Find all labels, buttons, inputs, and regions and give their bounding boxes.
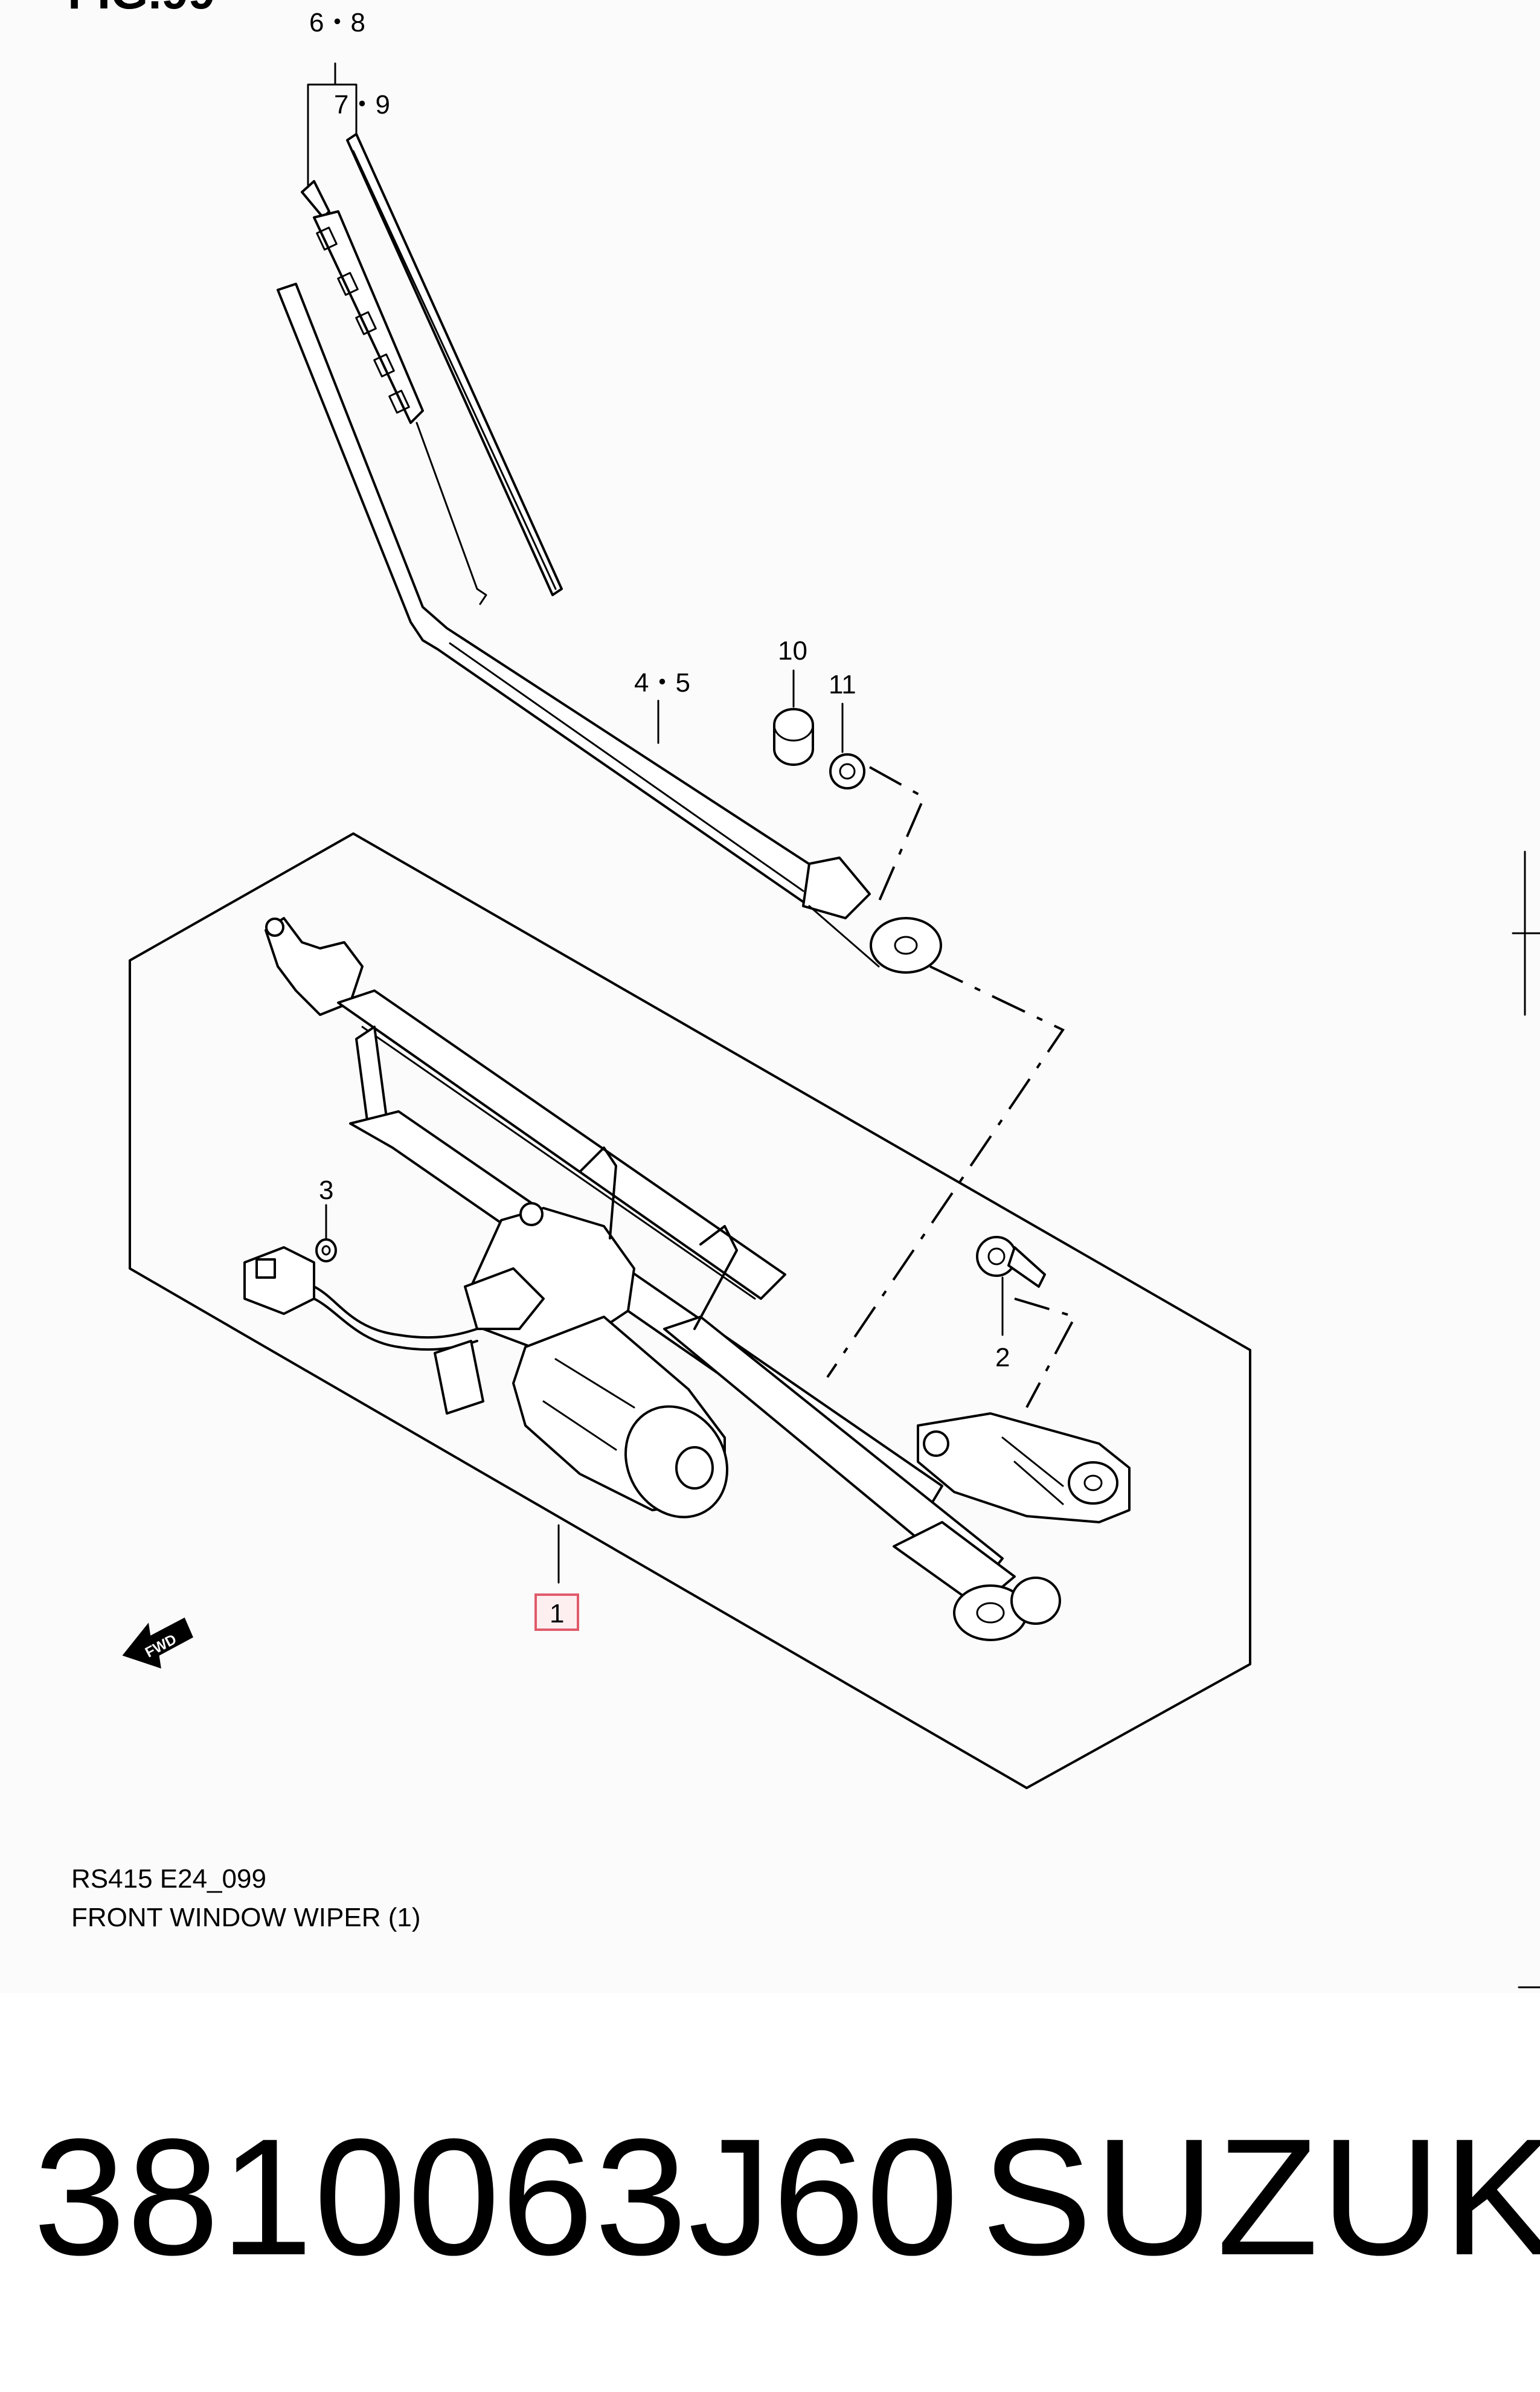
wiper-linkage: [265, 917, 1061, 1641]
leader-6-8: [307, 62, 336, 188]
wiring-harness: [243, 1246, 484, 1415]
nut-part: [829, 753, 865, 789]
cap-part: [773, 708, 814, 766]
guide-line: [826, 965, 1065, 1378]
diagram-code: RS415 E24_099: [71, 1864, 266, 1894]
callout-7-9: 7・9: [334, 90, 390, 120]
parts-diagram: FIG.99: [68, 0, 1540, 1989]
washer-hole: [321, 1245, 331, 1256]
callout-6-8: 6・8: [309, 8, 365, 37]
callout-4-5: 4・5: [634, 668, 690, 698]
crop-mark: [1512, 850, 1540, 1016]
wiper-arm: [277, 283, 942, 974]
wiper-motor: [464, 1202, 729, 1519]
assembly-frame: [129, 832, 1251, 1789]
guide-line: [1014, 1297, 1077, 1408]
leader-7-9: [334, 83, 358, 134]
callout-3: 3: [319, 1175, 333, 1205]
callout-2: 2: [995, 1343, 1010, 1372]
callout-1-box: [534, 1593, 579, 1631]
wiper-exploded-view: FIG.99: [68, 0, 1540, 1989]
callout-10: 10: [778, 636, 807, 666]
figure-label: FIG.99: [68, 0, 216, 19]
rod-clamp: [579, 1146, 738, 1330]
wiper-blade: [301, 133, 563, 605]
pivot-bracket: [917, 1412, 1131, 1523]
fwd-arrow: FWD: [122, 1617, 193, 1669]
callout-11: 11: [829, 670, 856, 699]
callout-1: 1: [550, 1599, 564, 1628]
diagram-title: FRONT WINDOW WIPER (1): [71, 1903, 421, 1932]
part-number: 3810063J60: [33, 2104, 960, 2290]
bolt-part: [976, 1236, 1046, 1288]
guide-line: [869, 766, 926, 910]
brand-name: SUZUKI: [981, 2104, 1540, 2290]
washer-part: [315, 1238, 337, 1262]
